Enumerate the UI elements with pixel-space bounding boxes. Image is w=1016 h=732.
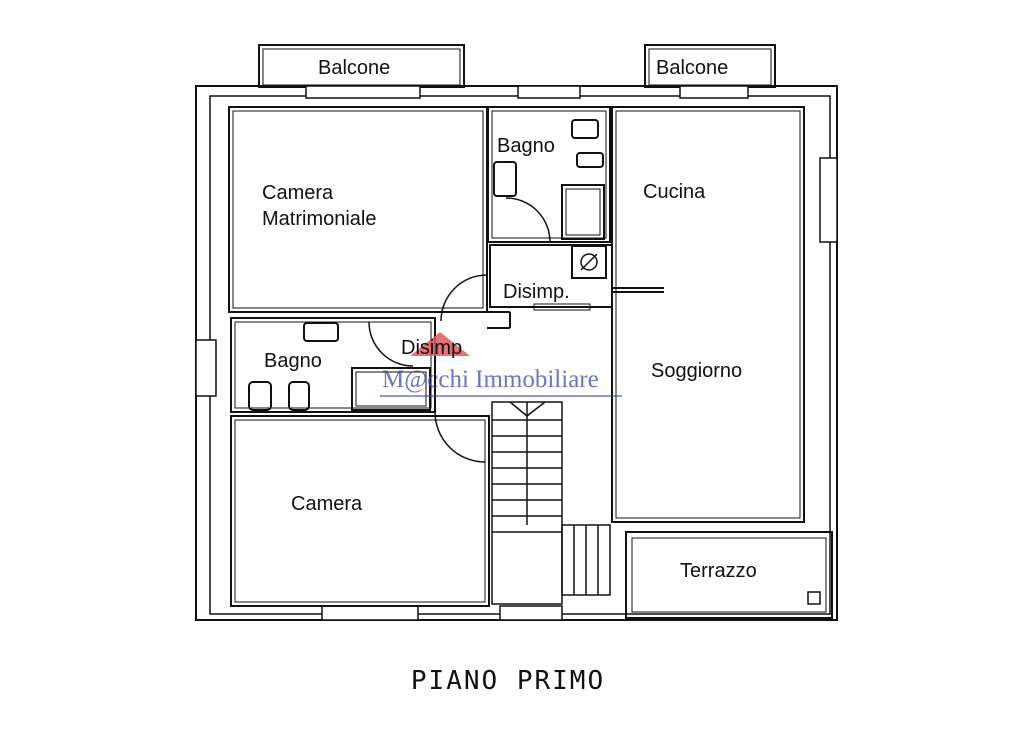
room-bagno-top [487, 106, 611, 243]
room-cucina-soggiorno [611, 106, 805, 523]
label-camera-matrimoniale-1: Camera [262, 182, 334, 204]
watermark-logo [380, 332, 622, 397]
label-camera: Camera [291, 493, 363, 515]
windows [195, 85, 838, 621]
watermark-text: M@cchi Immobiliare [382, 366, 599, 393]
door-swings [368, 274, 488, 463]
label-terrazzo: Terrazzo [680, 560, 757, 582]
plan-title: PIANO PRIMO [410, 666, 606, 696]
label-cucina: Cucina [643, 181, 706, 203]
label-balcone-right: Balcone [656, 57, 729, 79]
label-bagno-left: Bagno [264, 350, 322, 372]
label-disimp-center: Disimp [401, 337, 463, 359]
label-bagno-top: Bagno [497, 135, 555, 157]
room-terrazzo [625, 531, 833, 619]
corridor-walls [487, 311, 511, 329]
room-disimp-top [489, 244, 664, 311]
label-soggiorno: Soggiorno [651, 360, 743, 382]
label-camera-matrimoniale-2: Matrimoniale [262, 208, 377, 230]
room-bagno-left [230, 317, 436, 413]
staircase [491, 401, 611, 605]
room-camera [230, 415, 490, 607]
label-disimp-top: Disimp. [503, 281, 570, 303]
label-balcone-left: Balcone [318, 57, 391, 79]
